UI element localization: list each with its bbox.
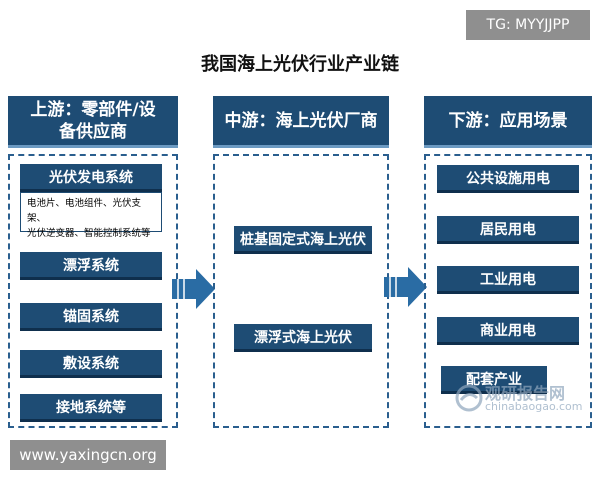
upstream-item-anchoring: 锚固系统 xyxy=(20,303,162,331)
downstream-item-residential: 居民用电 xyxy=(437,216,579,244)
midstream-container xyxy=(213,154,389,428)
downstream-header-label: 下游：应用场景 xyxy=(448,110,568,131)
midstream-header-label: 中游：海上光伏厂商 xyxy=(224,110,378,131)
downstream-item-public: 公共设施用电 xyxy=(437,165,579,193)
downstream-item-label: 居民用电 xyxy=(480,221,536,238)
midstream-item-floating: 漂浮式海上光伏 xyxy=(234,324,372,352)
watermark-top: TG: MYYJJPP xyxy=(466,10,590,40)
watermark-bottom: www.yaxingcn.org xyxy=(10,440,166,470)
downstream-item-label: 商业用电 xyxy=(480,322,536,339)
upstream-header-line1: 上游：零部件/设 xyxy=(30,99,156,120)
downstream-item-label: 公共设施用电 xyxy=(466,170,550,187)
arrow-mid-to-down-icon xyxy=(384,266,428,308)
upstream-item-laying: 敷设系统 xyxy=(20,350,162,378)
pv-system-detail: 电池片、电池组件、光伏支架、 光伏逆变器、智能控制系统等 xyxy=(20,192,162,239)
pv-detail-line2: 光伏逆变器、智能控制系统等 xyxy=(27,228,151,239)
pv-system-box: 光伏发电系统 xyxy=(20,164,162,192)
page-title: 我国海上光伏行业产业链 xyxy=(201,54,399,75)
downstream-item-commercial: 商业用电 xyxy=(437,317,579,345)
downstream-item-label: 工业用电 xyxy=(480,271,536,288)
midstream-item-pile-fixed: 桩基固定式海上光伏 xyxy=(234,226,372,254)
downstream-item-supporting: 配套产业 xyxy=(441,366,547,394)
upstream-item-label: 漂浮系统 xyxy=(63,257,119,274)
downstream-item-industrial: 工业用电 xyxy=(437,266,579,294)
logo-watermark-icon xyxy=(455,384,483,412)
upstream-item-label: 锚固系统 xyxy=(63,308,119,325)
arrow-up-to-mid-icon xyxy=(172,268,216,310)
midstream-item-label: 漂浮式海上光伏 xyxy=(254,329,352,346)
upstream-header: 上游：零部件/设 备供应商 xyxy=(8,96,178,148)
midstream-header: 中游：海上光伏厂商 xyxy=(213,96,389,148)
upstream-item-label: 敷设系统 xyxy=(63,355,119,372)
downstream-header: 下游：应用场景 xyxy=(424,96,592,148)
downstream-item-label: 配套产业 xyxy=(466,371,522,388)
midstream-item-label: 桩基固定式海上光伏 xyxy=(240,231,366,248)
upstream-item-grounding: 接地系统等 xyxy=(20,394,162,422)
upstream-item-floating: 漂浮系统 xyxy=(20,252,162,280)
downstream-container xyxy=(424,154,592,428)
logo-watermark: 观研报告网 chinabaogao.com xyxy=(455,380,595,416)
logo-watermark-url: chinabaogao.com xyxy=(485,400,583,413)
pv-system-label: 光伏发电系统 xyxy=(49,169,133,186)
pv-detail-line1: 电池片、电池组件、光伏支架、 xyxy=(27,198,142,224)
upstream-header-line2: 备供应商 xyxy=(59,121,127,142)
upstream-item-label: 接地系统等 xyxy=(56,399,126,416)
logo-watermark-cn: 观研报告网 xyxy=(485,384,566,403)
